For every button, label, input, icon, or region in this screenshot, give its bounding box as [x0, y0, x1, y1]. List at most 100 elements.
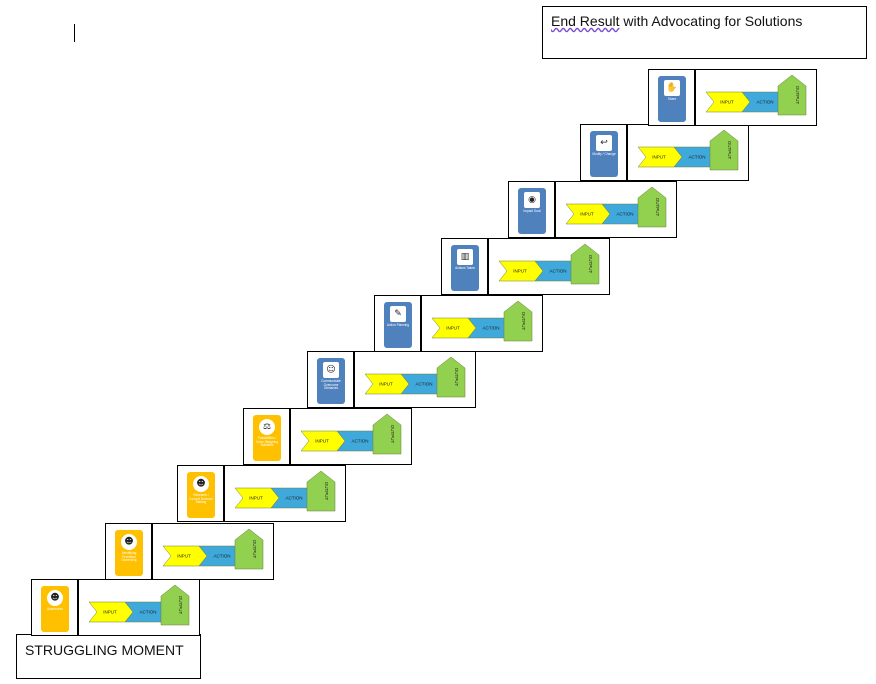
end-result-textbox[interactable]: End Result with Advocating for Solutions	[542, 6, 867, 59]
input-action-output-flow: INPUT ACTION OUTPUT	[498, 243, 600, 285]
step-card: ▥Actions Taken	[451, 245, 479, 291]
step-card: ⚖Possibilities / Voice Weighing Solution…	[253, 415, 281, 461]
person-icon: ☻	[47, 590, 63, 606]
end-result-spellcheck-word: End Result	[551, 13, 620, 29]
action-label: ACTION	[213, 554, 230, 559]
output-label: OUTPUT	[324, 482, 329, 501]
input-label: INPUT	[513, 269, 527, 274]
step-card-label: Communicate Overcome Obstacles	[321, 379, 341, 391]
step-card-frame[interactable]: ↩Modify / Change	[580, 124, 627, 181]
person-icon: ☻	[121, 534, 137, 550]
step-flow-frame[interactable]: INPUT ACTION OUTPUT	[488, 238, 610, 295]
input-action-output-flow: INPUT ACTION OUTPUT	[300, 413, 402, 455]
struggling-moment-text: STRUGGLING MOMENT	[25, 642, 184, 658]
input-action-output-flow: INPUT ACTION OUTPUT	[565, 186, 667, 228]
share-icon: ✋	[664, 80, 680, 96]
input-label: INPUT	[177, 554, 191, 559]
input-action-output-flow: INPUT ACTION OUTPUT	[637, 129, 739, 171]
step-flow-frame[interactable]: INPUT ACTION OUTPUT	[224, 465, 346, 522]
input-label: INPUT	[249, 496, 263, 501]
input-label: INPUT	[446, 326, 460, 331]
struggling-moment-textbox[interactable]: STRUGGLING MOMENT	[16, 634, 201, 679]
step-card-label: Awareness	[47, 607, 63, 611]
output-label: OUTPUT	[178, 596, 183, 615]
input-label: INPUT	[315, 439, 329, 444]
output-pentagon	[709, 129, 739, 171]
step-card: ◉Impact Goal	[518, 188, 546, 234]
output-label: OUTPUT	[521, 312, 526, 331]
output-pentagon	[306, 470, 336, 512]
chart-icon: ▥	[457, 249, 473, 265]
output-label: OUTPUT	[588, 255, 593, 274]
input-action-output-flow: INPUT ACTION OUTPUT	[431, 300, 533, 342]
step-card-label: Modify / Change	[592, 152, 616, 156]
step-card-label: Share	[667, 97, 677, 101]
output-label: OUTPUT	[795, 86, 800, 105]
target-icon: ◉	[524, 192, 540, 208]
action-label: ACTION	[616, 212, 633, 217]
action-label: ACTION	[351, 439, 368, 444]
step-card-frame[interactable]: ☻Research / Consult Decision Making	[177, 465, 224, 522]
output-pentagon	[160, 584, 190, 626]
step-card-frame[interactable]: ⚖Possibilities / Voice Weighing Solution…	[243, 408, 290, 465]
step-card: ☺Communicate Overcome Obstacles	[317, 358, 345, 404]
step-card-label: Impact Goal	[523, 209, 541, 213]
step-flow-frame[interactable]: INPUT ACTION OUTPUT	[421, 295, 543, 352]
step-flow-frame[interactable]: INPUT ACTION OUTPUT	[695, 69, 817, 126]
step-card-label: Actions Taken	[455, 266, 475, 270]
clipboard-icon: ✎	[390, 306, 406, 322]
action-label: ACTION	[139, 610, 156, 615]
undo-icon: ↩	[596, 135, 612, 151]
step-card-frame[interactable]: ☺Communicate Overcome Obstacles	[307, 351, 354, 408]
input-label: INPUT	[720, 100, 734, 105]
step-flow-frame[interactable]: INPUT ACTION OUTPUT	[152, 523, 274, 580]
action-label: ACTION	[285, 496, 302, 501]
step-flow-frame[interactable]: INPUT ACTION OUTPUT	[555, 181, 677, 238]
output-label: OUTPUT	[454, 368, 459, 387]
step-card-frame[interactable]: ◉Impact Goal	[508, 181, 555, 238]
step-flow-frame[interactable]: INPUT ACTION OUTPUT	[627, 124, 749, 181]
action-label: ACTION	[482, 326, 499, 331]
text-cursor	[74, 24, 75, 42]
people-icon: ☺	[323, 362, 339, 378]
output-label: OUTPUT	[390, 425, 395, 444]
step-flow-frame[interactable]: INPUT ACTION OUTPUT	[354, 351, 476, 408]
output-label: OUTPUT	[252, 540, 257, 559]
input-action-output-flow: INPUT ACTION OUTPUT	[162, 528, 264, 570]
step-card-frame[interactable]: ☻Awareness	[31, 579, 78, 636]
step-card: ☻Research / Consult Decision Making	[187, 472, 215, 518]
output-pentagon	[234, 528, 264, 570]
step-card-label: Identifying Problems Ownership	[121, 551, 137, 563]
input-action-output-flow: INPUT ACTION OUTPUT	[234, 470, 336, 512]
end-result-text: with Advocating for Solutions	[619, 13, 803, 29]
input-action-output-flow: INPUT ACTION OUTPUT	[705, 74, 807, 116]
action-label: ACTION	[415, 382, 432, 387]
action-label: ACTION	[688, 155, 705, 160]
output-pentagon	[436, 356, 466, 398]
output-pentagon	[570, 243, 600, 285]
step-card-frame[interactable]: ✎Action Planning	[374, 295, 421, 352]
action-label: ACTION	[756, 100, 773, 105]
step-card-frame[interactable]: ▥Actions Taken	[441, 238, 488, 295]
step-card: ☻Awareness	[41, 586, 69, 632]
output-pentagon	[372, 413, 402, 455]
input-label: INPUT	[580, 212, 594, 217]
action-label: ACTION	[549, 269, 566, 274]
step-card-label: Research / Consult Decision Making	[189, 493, 213, 505]
step-card-label: Action Planning	[386, 323, 410, 327]
output-pentagon	[637, 186, 667, 228]
output-label: OUTPUT	[727, 141, 732, 160]
input-action-output-flow: INPUT ACTION OUTPUT	[364, 356, 466, 398]
input-label: INPUT	[379, 382, 393, 387]
step-card: ☻Identifying Problems Ownership	[115, 530, 143, 576]
step-flow-frame[interactable]: INPUT ACTION OUTPUT	[290, 408, 412, 465]
step-card-frame[interactable]: ✋Share	[648, 69, 695, 126]
scale-icon: ⚖	[259, 419, 275, 435]
output-label: OUTPUT	[655, 198, 660, 217]
output-pentagon	[777, 74, 807, 116]
step-card: ✎Action Planning	[384, 302, 412, 348]
step-card-frame[interactable]: ☻Identifying Problems Ownership	[105, 523, 152, 580]
input-label: INPUT	[652, 155, 666, 160]
